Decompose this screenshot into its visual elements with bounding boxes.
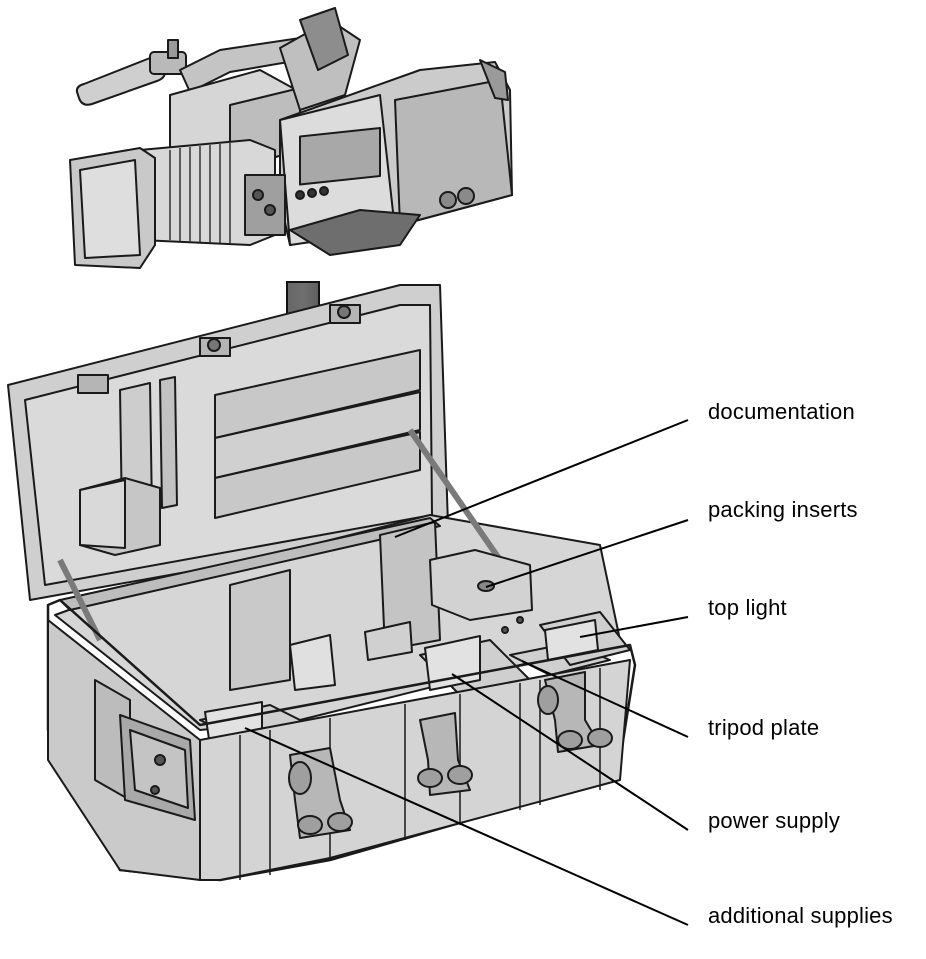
leader-top-light xyxy=(579,616,689,638)
leader-additional-supplies xyxy=(244,727,689,926)
case-lid xyxy=(7,284,449,601)
camera-illustration xyxy=(69,7,513,269)
leader-lines xyxy=(244,419,689,926)
callout-top-light: top light xyxy=(708,595,787,620)
leader-power-supply xyxy=(451,673,689,831)
callout-tripod-plate: tripod plate xyxy=(708,715,820,740)
leader-packing-inserts xyxy=(485,519,689,588)
leader-documentation xyxy=(394,419,689,538)
callout-documentation: documentation xyxy=(708,399,855,424)
leader-tripod-plate xyxy=(521,660,689,738)
callout-additional-supplies: additional supplies xyxy=(708,903,893,928)
case-body xyxy=(46,428,637,882)
callout-packing-inserts: packing inserts xyxy=(708,497,858,522)
callout-power-supply: power supply xyxy=(708,808,841,833)
